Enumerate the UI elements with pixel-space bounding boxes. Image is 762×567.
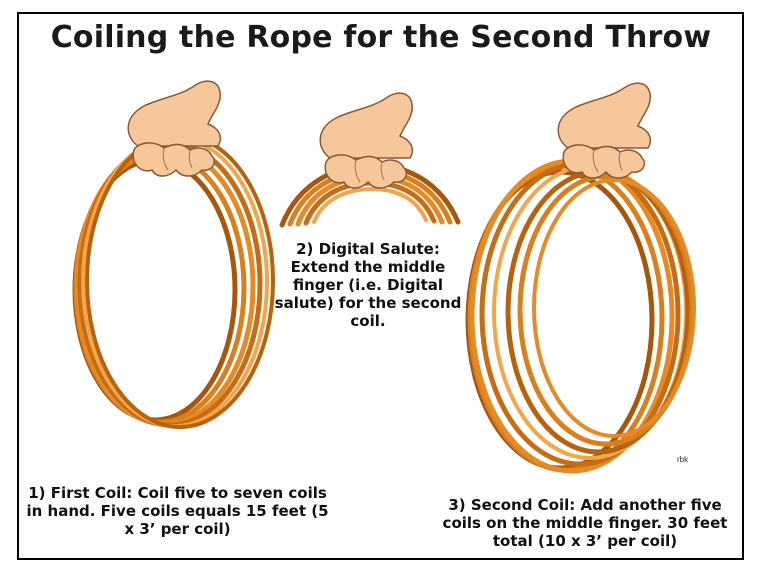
first-coil-rope [75, 135, 273, 427]
step-2-text: Extend the middle finger (i.e. Digital s… [275, 258, 462, 330]
second-coil-hand [558, 83, 650, 178]
step-2-caption: 2) Digital Salute: Extend the middle fin… [268, 240, 468, 330]
step-1-label: 1) First Coil: [28, 484, 132, 502]
first-coil-hand [128, 81, 220, 176]
step-2-label: 2) Digital Salute: [296, 240, 440, 258]
step-1-caption: 1) First Coil: Coil five to seven coils … [25, 484, 330, 538]
step-3-label: 3) Second Coil: [448, 496, 575, 514]
digital-salute-hand [320, 93, 412, 188]
step-3-caption: 3) Second Coil: Add another five coils o… [440, 496, 730, 550]
artist-credit: rbk [677, 455, 688, 464]
second-coil-rope [468, 161, 694, 471]
